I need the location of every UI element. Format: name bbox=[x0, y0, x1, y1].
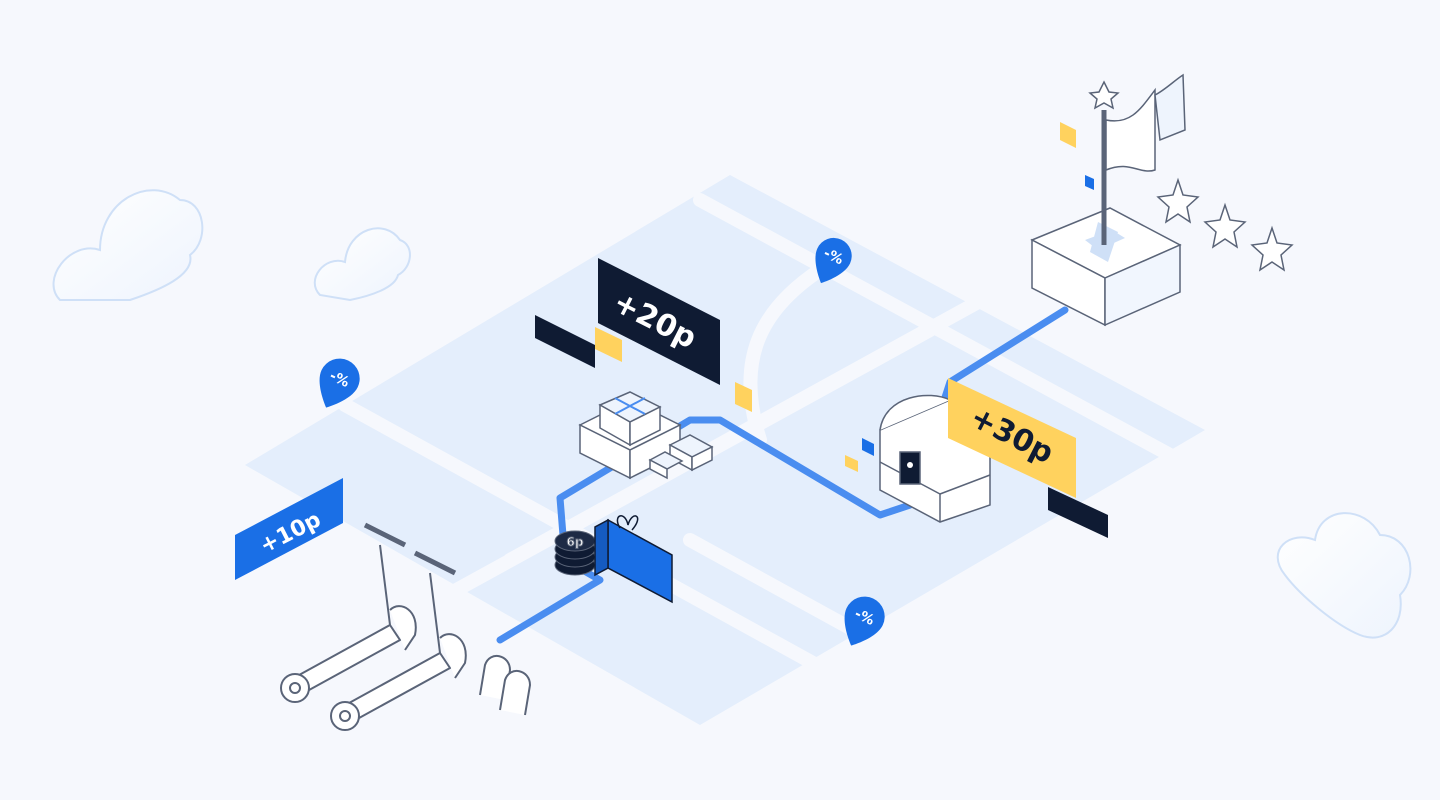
scooter-icon bbox=[280, 522, 417, 703]
scooter-icon bbox=[330, 550, 467, 731]
location-pin-icon: -% bbox=[319, 358, 360, 408]
cloud-icon bbox=[1276, 512, 1412, 639]
gift-box-icon bbox=[594, 515, 673, 604]
coin-stack-icon: 6р bbox=[554, 530, 596, 576]
pin-label: -% bbox=[821, 245, 846, 268]
cloud-icon bbox=[52, 189, 204, 301]
goal-pedestal bbox=[1030, 207, 1182, 327]
reward-tag-10: +10р bbox=[235, 478, 343, 580]
location-pin-icon: -% bbox=[844, 596, 885, 646]
star-icon bbox=[1250, 225, 1294, 272]
bike-rack-icon bbox=[479, 655, 532, 716]
pin-label: -% bbox=[327, 368, 352, 391]
flag-icon bbox=[1060, 73, 1186, 245]
pin-label: -% bbox=[852, 606, 877, 629]
gift-box-icon bbox=[578, 391, 714, 480]
cloud-icon bbox=[313, 227, 411, 302]
coin-label: 6р bbox=[567, 535, 584, 549]
star-icon bbox=[1156, 177, 1200, 224]
city-map bbox=[245, 175, 1205, 767]
star-icon bbox=[1203, 202, 1247, 249]
location-pin-icon: -% bbox=[815, 237, 852, 284]
